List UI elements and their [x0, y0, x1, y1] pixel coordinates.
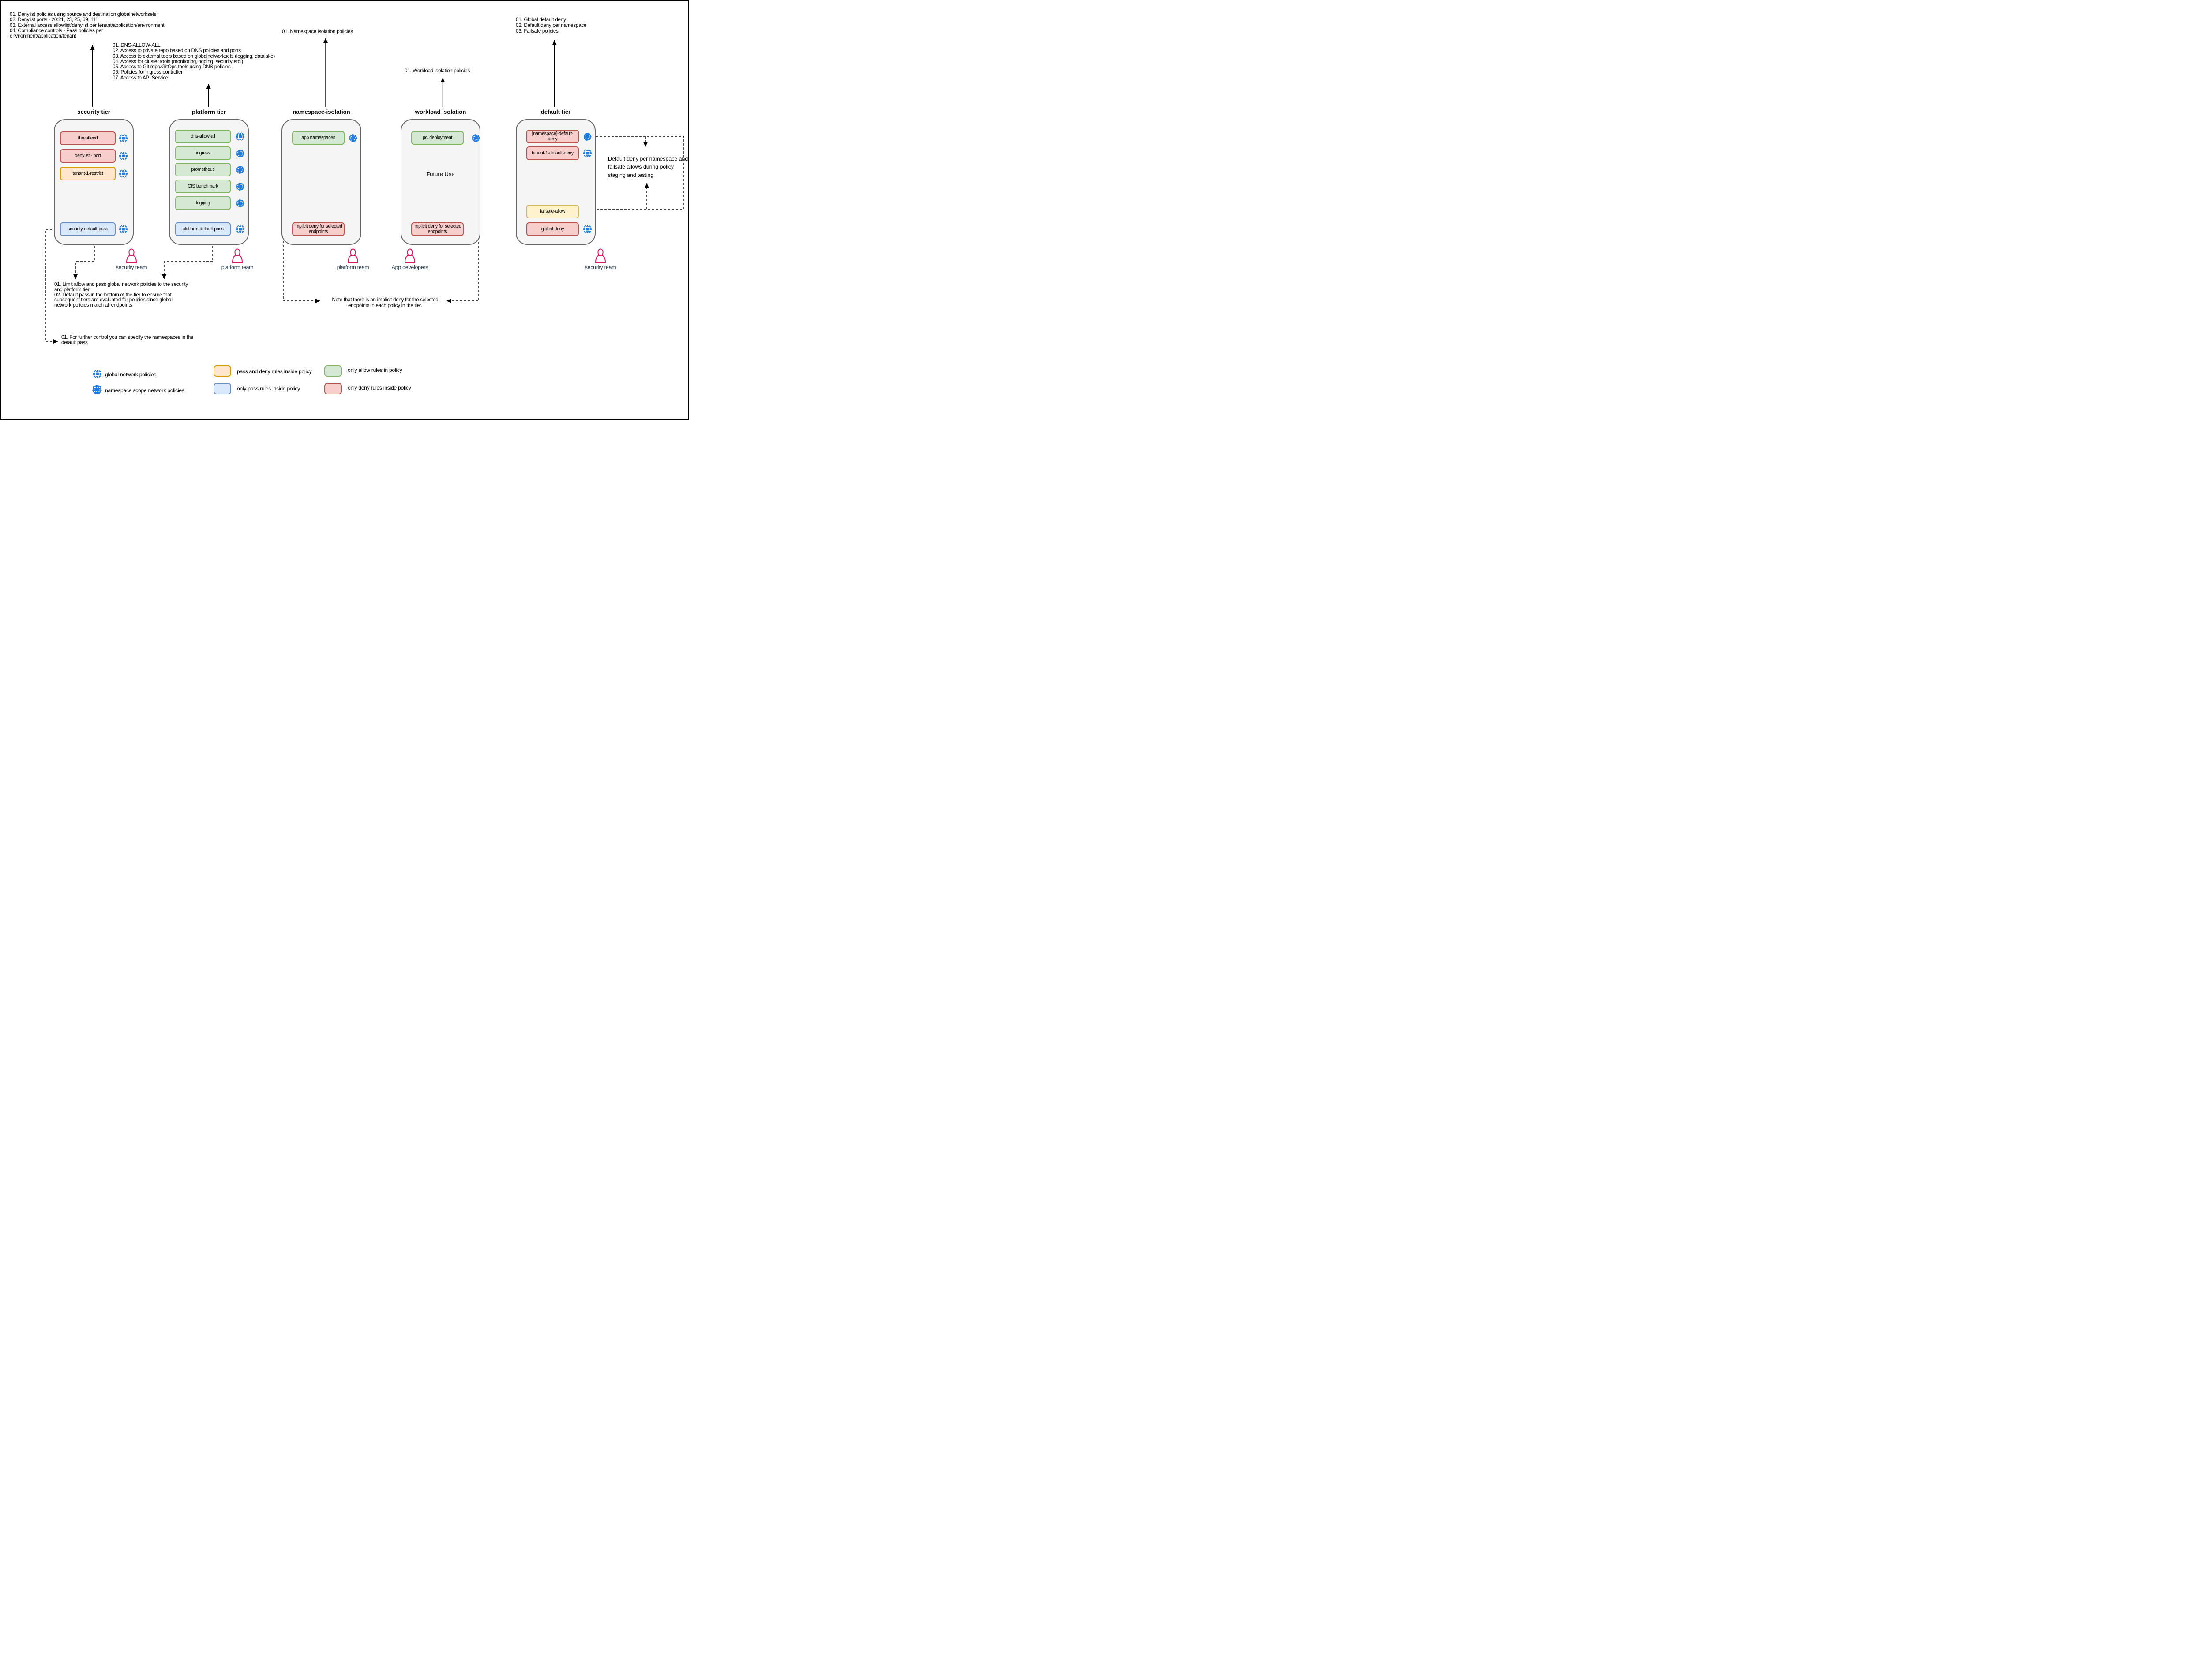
default-pass-namespaces-note: 01. For further control you can specify … — [61, 334, 194, 346]
policy-box-denylist-port: denylist - port — [60, 149, 116, 163]
globe-icon — [583, 149, 592, 158]
globe-icon — [119, 134, 128, 143]
namespace-icon — [583, 132, 592, 141]
implicit-deny-note: Note that there is an implicit deny for … — [332, 297, 439, 308]
legend-label-only-pass-rules-inside-policy: only pass rules inside policy — [237, 386, 300, 392]
tier-title-security: security tier — [77, 109, 110, 115]
person-icon — [231, 248, 244, 264]
namespace-icon — [236, 182, 245, 191]
policy-box-pci-deployment: pci deployment — [411, 131, 464, 145]
policy-box-tenant-1-default-deny: tenant-1-default-deny — [526, 146, 579, 160]
namespace-icon — [471, 134, 480, 142]
workload-isolation-annotation: 01. Workload isolation policies — [405, 68, 470, 74]
dashed-security-to-note1 — [73, 246, 95, 279]
tier-extra-future-use: Future Use — [426, 171, 455, 177]
policy-box-cis-benchmark: CIS benchmark — [175, 180, 231, 193]
team-label-platform-team: platform team — [221, 264, 254, 270]
tier-title-namespace: namespace-isolation — [293, 109, 350, 115]
globe-icon — [583, 225, 592, 234]
legend-swatch-deny — [324, 383, 342, 394]
staging-testing-note: Default deny per namespace and failsafe … — [608, 156, 688, 178]
legend-swatch-pass — [214, 383, 231, 394]
person-icon — [346, 248, 360, 264]
namespace-icon — [236, 149, 245, 158]
person-icon — [403, 248, 416, 264]
legend-label-global-network-policies: global network policies — [105, 371, 157, 378]
legend-label-namespace-scope-network-policies: namespace scope network policies — [105, 387, 184, 394]
team-label-security-team: security team — [116, 264, 147, 270]
namespace-icon — [92, 383, 102, 396]
globe-icon — [236, 225, 245, 234]
policy-box-implicit-deny-for-selected-endpoints: implicit deny for selected endpoints — [411, 222, 464, 236]
policy-box-security-default-pass: security-default-pass — [60, 222, 116, 236]
legend-swatch-passdeny — [214, 365, 231, 377]
diagram-canvas: 01. Denylist policies using source and d… — [0, 0, 689, 420]
legend-label-only-deny-rules-inside-policy: only deny rules inside policy — [348, 385, 411, 391]
policy-box-logging: logging — [175, 196, 231, 210]
team-label-platform-team: platform team — [337, 264, 369, 270]
dashed-platform-to-note1 — [162, 246, 213, 279]
globe-icon — [119, 169, 128, 178]
policy-box-platform-default-pass: platform-default-pass — [175, 222, 231, 236]
namespace-icon — [236, 165, 245, 174]
globe-icon — [93, 369, 102, 379]
globe-icon — [119, 225, 128, 234]
policy-box-prometheus: prometheus — [175, 163, 231, 176]
globe-icon — [119, 151, 128, 161]
tier-title-platform: platform tier — [192, 109, 226, 115]
policy-box-app-namespaces: app namespaces — [292, 131, 345, 145]
globe-icon — [236, 132, 245, 141]
tier-title-workload: workload isolation — [415, 109, 466, 115]
policy-box-failsafe-allow: failsafe-allow — [526, 205, 579, 218]
legend-label-pass-and-deny-rules-inside-policy: pass and deny rules inside policy — [237, 368, 312, 375]
person-icon — [125, 248, 138, 264]
team-label-security-team: security team — [585, 264, 616, 270]
policy-box-namespace-default-deny: [namespace]-default-deny — [526, 130, 579, 143]
platform-tier-annotation: 01. DNS-ALLOW-ALL 02. Access to private … — [113, 42, 275, 81]
tier-title-default: default tier — [540, 109, 571, 115]
person-icon — [594, 248, 607, 264]
pass-policies-note: 01. Limit allow and pass global network … — [54, 281, 188, 308]
legend-swatch-allow — [324, 365, 342, 377]
security-tier-annotation: 01. Denylist policies using source and d… — [10, 11, 165, 39]
namespace-icon — [349, 134, 358, 142]
policy-box-tenant-1-restrict: tenant-1-restrict — [60, 167, 116, 180]
policy-box-dns-allow-all: dns-allow-all — [175, 130, 231, 143]
team-label-app-developers: App developers — [391, 264, 428, 270]
namespace-isolation-annotation: 01. Namespace isolation policies — [282, 29, 353, 34]
policy-box-ingress: ingress — [175, 146, 231, 160]
policy-box-global-deny: global-deny — [526, 222, 579, 236]
policy-box-threatfeed: threatfeed — [60, 131, 116, 145]
policy-box-implicit-deny-for-selected-endpoints: implicit deny for selected endpoints — [292, 222, 345, 236]
default-tier-annotation: 01. Global default deny 02. Default deny… — [516, 17, 587, 34]
legend-label-only-allow-rules-in-policy: only allow rules in policy — [348, 367, 402, 373]
namespace-icon — [236, 199, 245, 208]
